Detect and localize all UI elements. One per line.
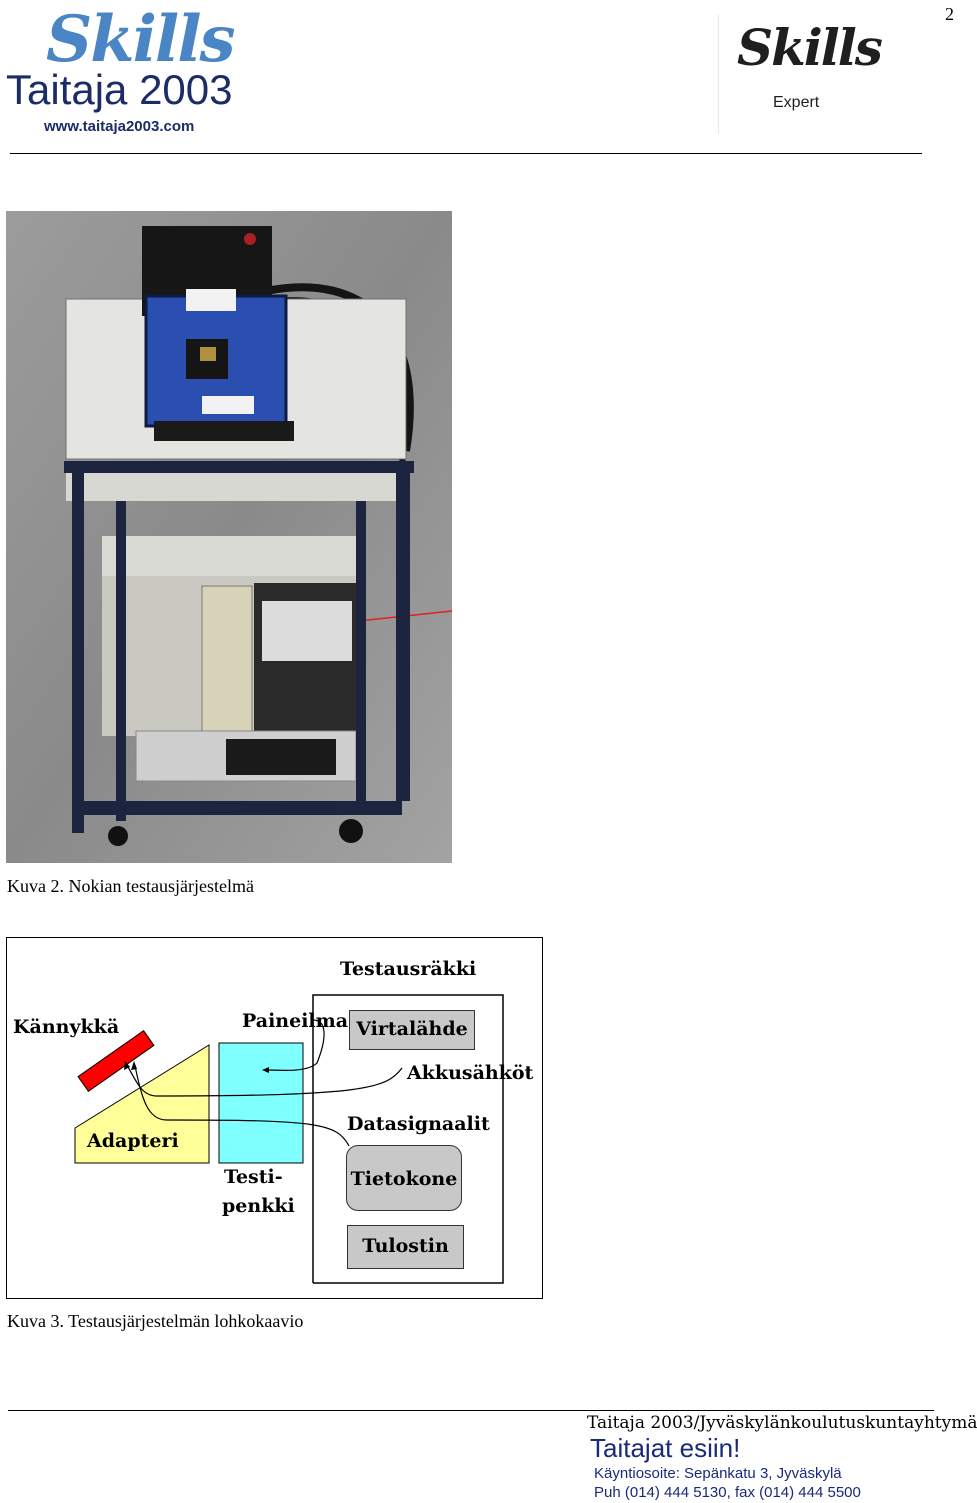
box-tulostin: Tulostin (347, 1225, 464, 1269)
footer-organization: Taitaja 2003/Jyväskylänkoulutuskuntayhty… (587, 1413, 977, 1433)
box-tulostin-label: Tulostin (362, 1235, 449, 1257)
box-tietokone-label: Tietokone (350, 1168, 458, 1190)
figure-2-caption: Kuva 2. Nokian testausjärjestelmä (7, 876, 254, 896)
label-datasignaalit: Datasignaalit (347, 1113, 490, 1135)
box-virtalahde-label: Virtalähde (356, 1018, 468, 1040)
taitaja-2003-logo: Skills Taitaja 2003 www.taitaja2003.com (6, 2, 276, 138)
block-diagram-shapes (74, 994, 504, 1284)
label-testi: Testi- (224, 1166, 283, 1188)
taitaja-logo-text: Taitaja 2003 (6, 66, 233, 113)
label-testausrakki: Testausräkki (340, 958, 477, 980)
footer-rule (8, 1410, 934, 1411)
expert-logo-text: Expert (773, 94, 820, 111)
footer-motto: Taitajat esiin! (590, 1433, 741, 1463)
logo-url: www.taitaja2003.com (44, 118, 195, 135)
test-system-photo (6, 211, 453, 863)
skills-expert-logo: Skills Expert (718, 14, 883, 134)
footer-phone: Puh (014) 444 5130, fax (014) 444 5500 (594, 1484, 861, 1501)
page-number: 2 (945, 4, 954, 24)
skills-expert-logo-text: Skills (737, 18, 883, 77)
figure-3-caption: Kuva 3. Testausjärjestelmän lohkokaavio (7, 1311, 304, 1331)
block-diagram: Testausräkki Kännykkä Paineilma Virtaläh… (6, 937, 543, 1299)
test-system-photo-drawing (6, 211, 453, 863)
box-tietokone: Tietokone (346, 1145, 462, 1211)
footer-address: Käyntiosoite: Sepänkatu 3, Jyväskylä (594, 1465, 842, 1482)
skills-logo-text: Skills (46, 2, 236, 77)
label-paineilma: Paineilma (242, 1010, 349, 1032)
label-akkusahkot: Akkusähköt (407, 1062, 534, 1084)
label-adapteri: Adapteri (87, 1130, 179, 1152)
box-virtalahde: Virtalähde (349, 1010, 475, 1050)
label-kannykka: Kännykkä (13, 1016, 120, 1038)
label-penkki: penkki (222, 1195, 295, 1217)
header-rule (10, 153, 922, 154)
